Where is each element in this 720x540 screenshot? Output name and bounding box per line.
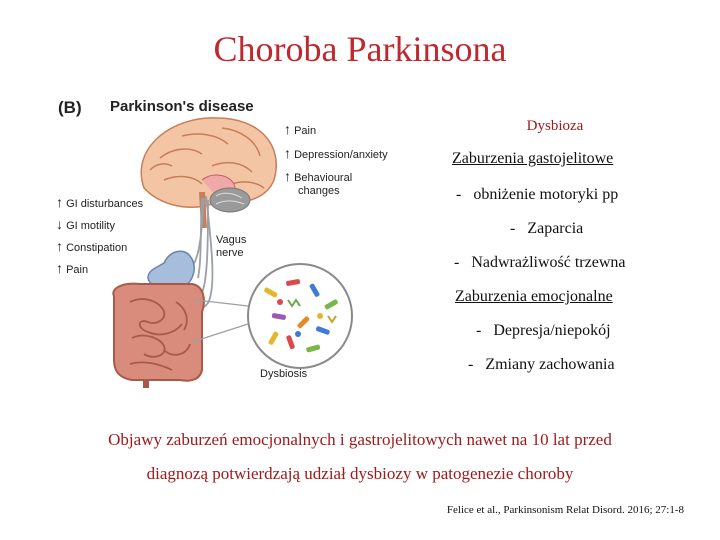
arrow-up-icon: ↑	[284, 145, 291, 161]
intestine-illustration	[112, 282, 205, 388]
gut-symptom-list: ↑ GI disturbances ↓ GI motility ↑ Consti…	[56, 192, 143, 280]
gut-item-gi-motility: ↓ GI motility	[56, 216, 115, 232]
section1-item-1: - obniżenie motoryki pp	[456, 186, 619, 203]
brain-item-pain: ↑ Pain	[284, 121, 317, 137]
section2-item-2: - Zmiany zachowania	[468, 356, 615, 373]
figure-heading: Parkinson's disease	[110, 98, 254, 115]
arrow-up-icon: ↑	[56, 238, 63, 254]
gut-brain-diagram	[112, 117, 353, 388]
panel-label: (B)	[58, 98, 82, 117]
gut-item-constipation: ↑ Constipation	[56, 238, 128, 254]
side-heading: Dysbioza	[526, 118, 584, 134]
summary-line-2: diagnozą potwierdzają udział dysbiozy w …	[146, 464, 574, 483]
section2-item-1: - Depresja/niepokój	[476, 322, 611, 339]
summary-line-1: Objawy zaburzeń emocjonalnych i gastroje…	[108, 430, 612, 449]
brain-item-behaviour: ↑ Behavioural changes	[284, 168, 353, 197]
parkinsons-figure: (B) Parkinson's disease ↑ Pain ↑ Depress…	[52, 88, 388, 388]
dysbiosis-microbes	[191, 263, 353, 369]
arrow-up-icon: ↑	[284, 121, 291, 137]
dysbiosis-figure-label: Dysbiosis	[260, 368, 308, 380]
arrow-up-icon: ↑	[56, 194, 63, 210]
section1-item-3: - Nadwrażliwość trzewna	[454, 254, 626, 271]
arrow-up-icon: ↑	[284, 168, 291, 184]
section2-title: Zaburzenia emocjonalne	[455, 288, 613, 305]
gut-item-pain: ↑ Pain	[56, 260, 89, 276]
brain-item-depression: ↑ Depression/anxiety	[284, 145, 388, 161]
citation: Felice et al., Parkinsonism Relat Disord…	[446, 504, 684, 516]
gut-item-gi-disturbances: ↑ GI disturbances	[56, 194, 144, 210]
section1-title: Zaburzenia gastojelitowe	[452, 150, 614, 167]
arrow-down-icon: ↓	[56, 216, 63, 232]
section1-item-2: - Zaparcia	[510, 220, 584, 237]
arrow-up-icon: ↑	[56, 260, 63, 276]
brain-symptom-list: ↑ Pain ↑ Depression/anxiety ↑ Behavioura…	[284, 118, 388, 198]
slide-title: Choroba Parkinsona	[213, 29, 507, 69]
